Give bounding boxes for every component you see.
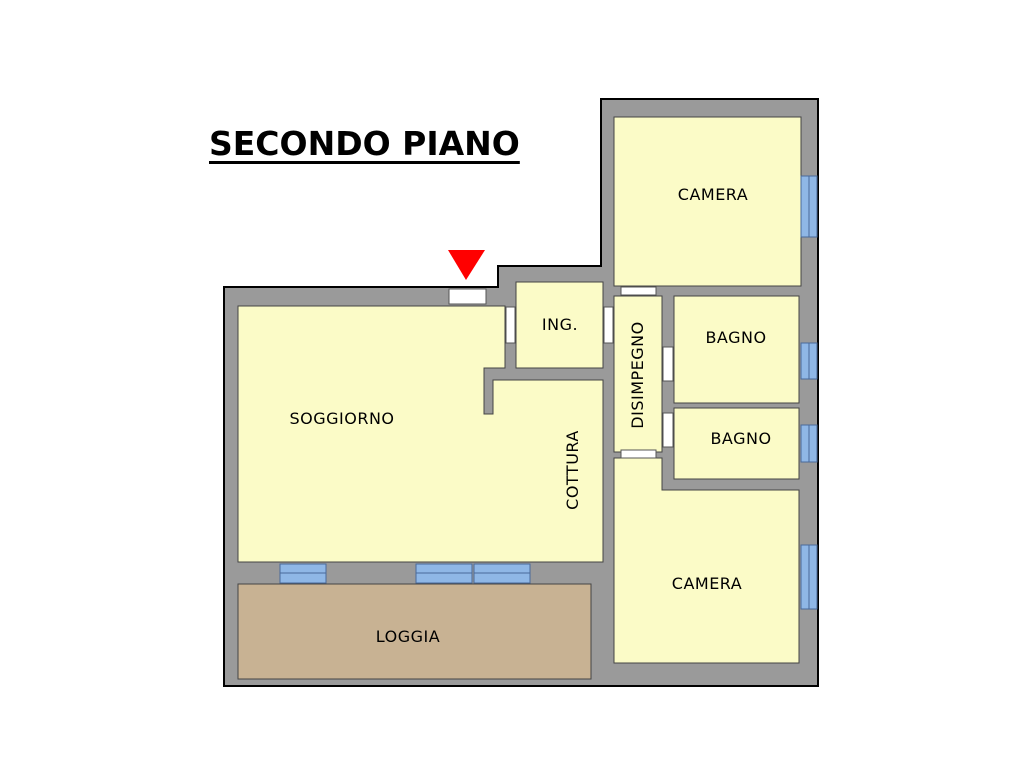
label-cottura: COTTURA	[563, 430, 582, 510]
room-ingresso	[515, 281, 604, 369]
room-bagno-2	[673, 407, 800, 480]
room-soggiorno-cottura	[237, 305, 604, 563]
label-camera-top: CAMERA	[678, 185, 748, 204]
door-ingresso-soggiorno	[505, 306, 516, 344]
door-camera-bottom	[620, 449, 657, 459]
label-soggiorno: SOGGIORNO	[289, 409, 394, 428]
floor-title: SECONDO PIANO	[209, 124, 520, 163]
label-bagno-1: BAGNO	[705, 328, 766, 347]
door-camera-top	[620, 286, 657, 296]
room-camera-top	[613, 116, 802, 287]
entrance-arrow-icon	[448, 250, 485, 280]
label-loggia: LOGGIA	[376, 627, 440, 646]
door-bagno-2	[662, 412, 674, 448]
room-loggia	[237, 583, 592, 680]
label-disimpegno: DISIMPEGNO	[628, 321, 647, 428]
room-bagno-1	[673, 295, 800, 404]
label-camera-bottom: CAMERA	[672, 574, 742, 593]
label-bagno-2: BAGNO	[710, 429, 771, 448]
entrance-door	[448, 288, 487, 305]
door-ingresso-disimpegno	[603, 306, 614, 344]
door-bagno-1	[662, 346, 674, 382]
room-camera-bottom	[613, 457, 800, 664]
room-disimpegno	[613, 295, 663, 453]
label-ingresso: ING.	[542, 315, 578, 334]
